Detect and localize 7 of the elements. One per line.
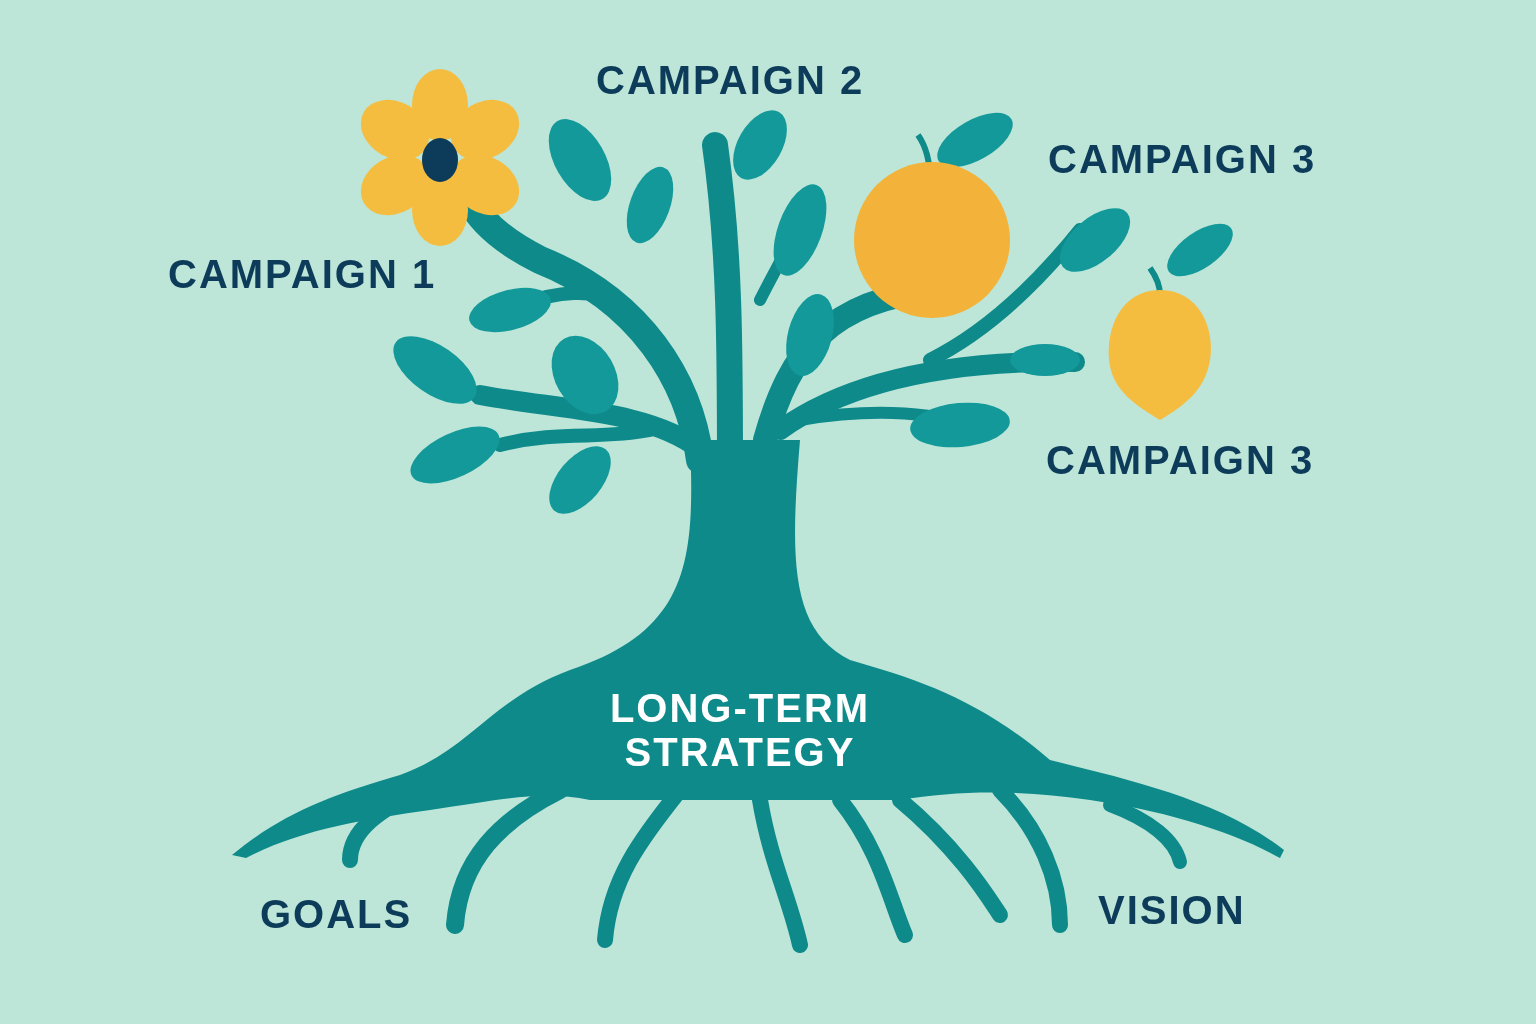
- root-label: GOALS: [260, 892, 413, 936]
- branch-label: CAMPAIGN 3: [1046, 438, 1315, 482]
- trunk-label: LONG-TERM STRATEGY: [608, 686, 872, 774]
- branch-label: CAMPAIGN 1: [168, 252, 437, 296]
- branch-label: CAMPAIGN 2: [596, 58, 865, 102]
- root-label: VISION: [1098, 888, 1246, 932]
- branch-label: CAMPAIGN 3: [1048, 137, 1317, 181]
